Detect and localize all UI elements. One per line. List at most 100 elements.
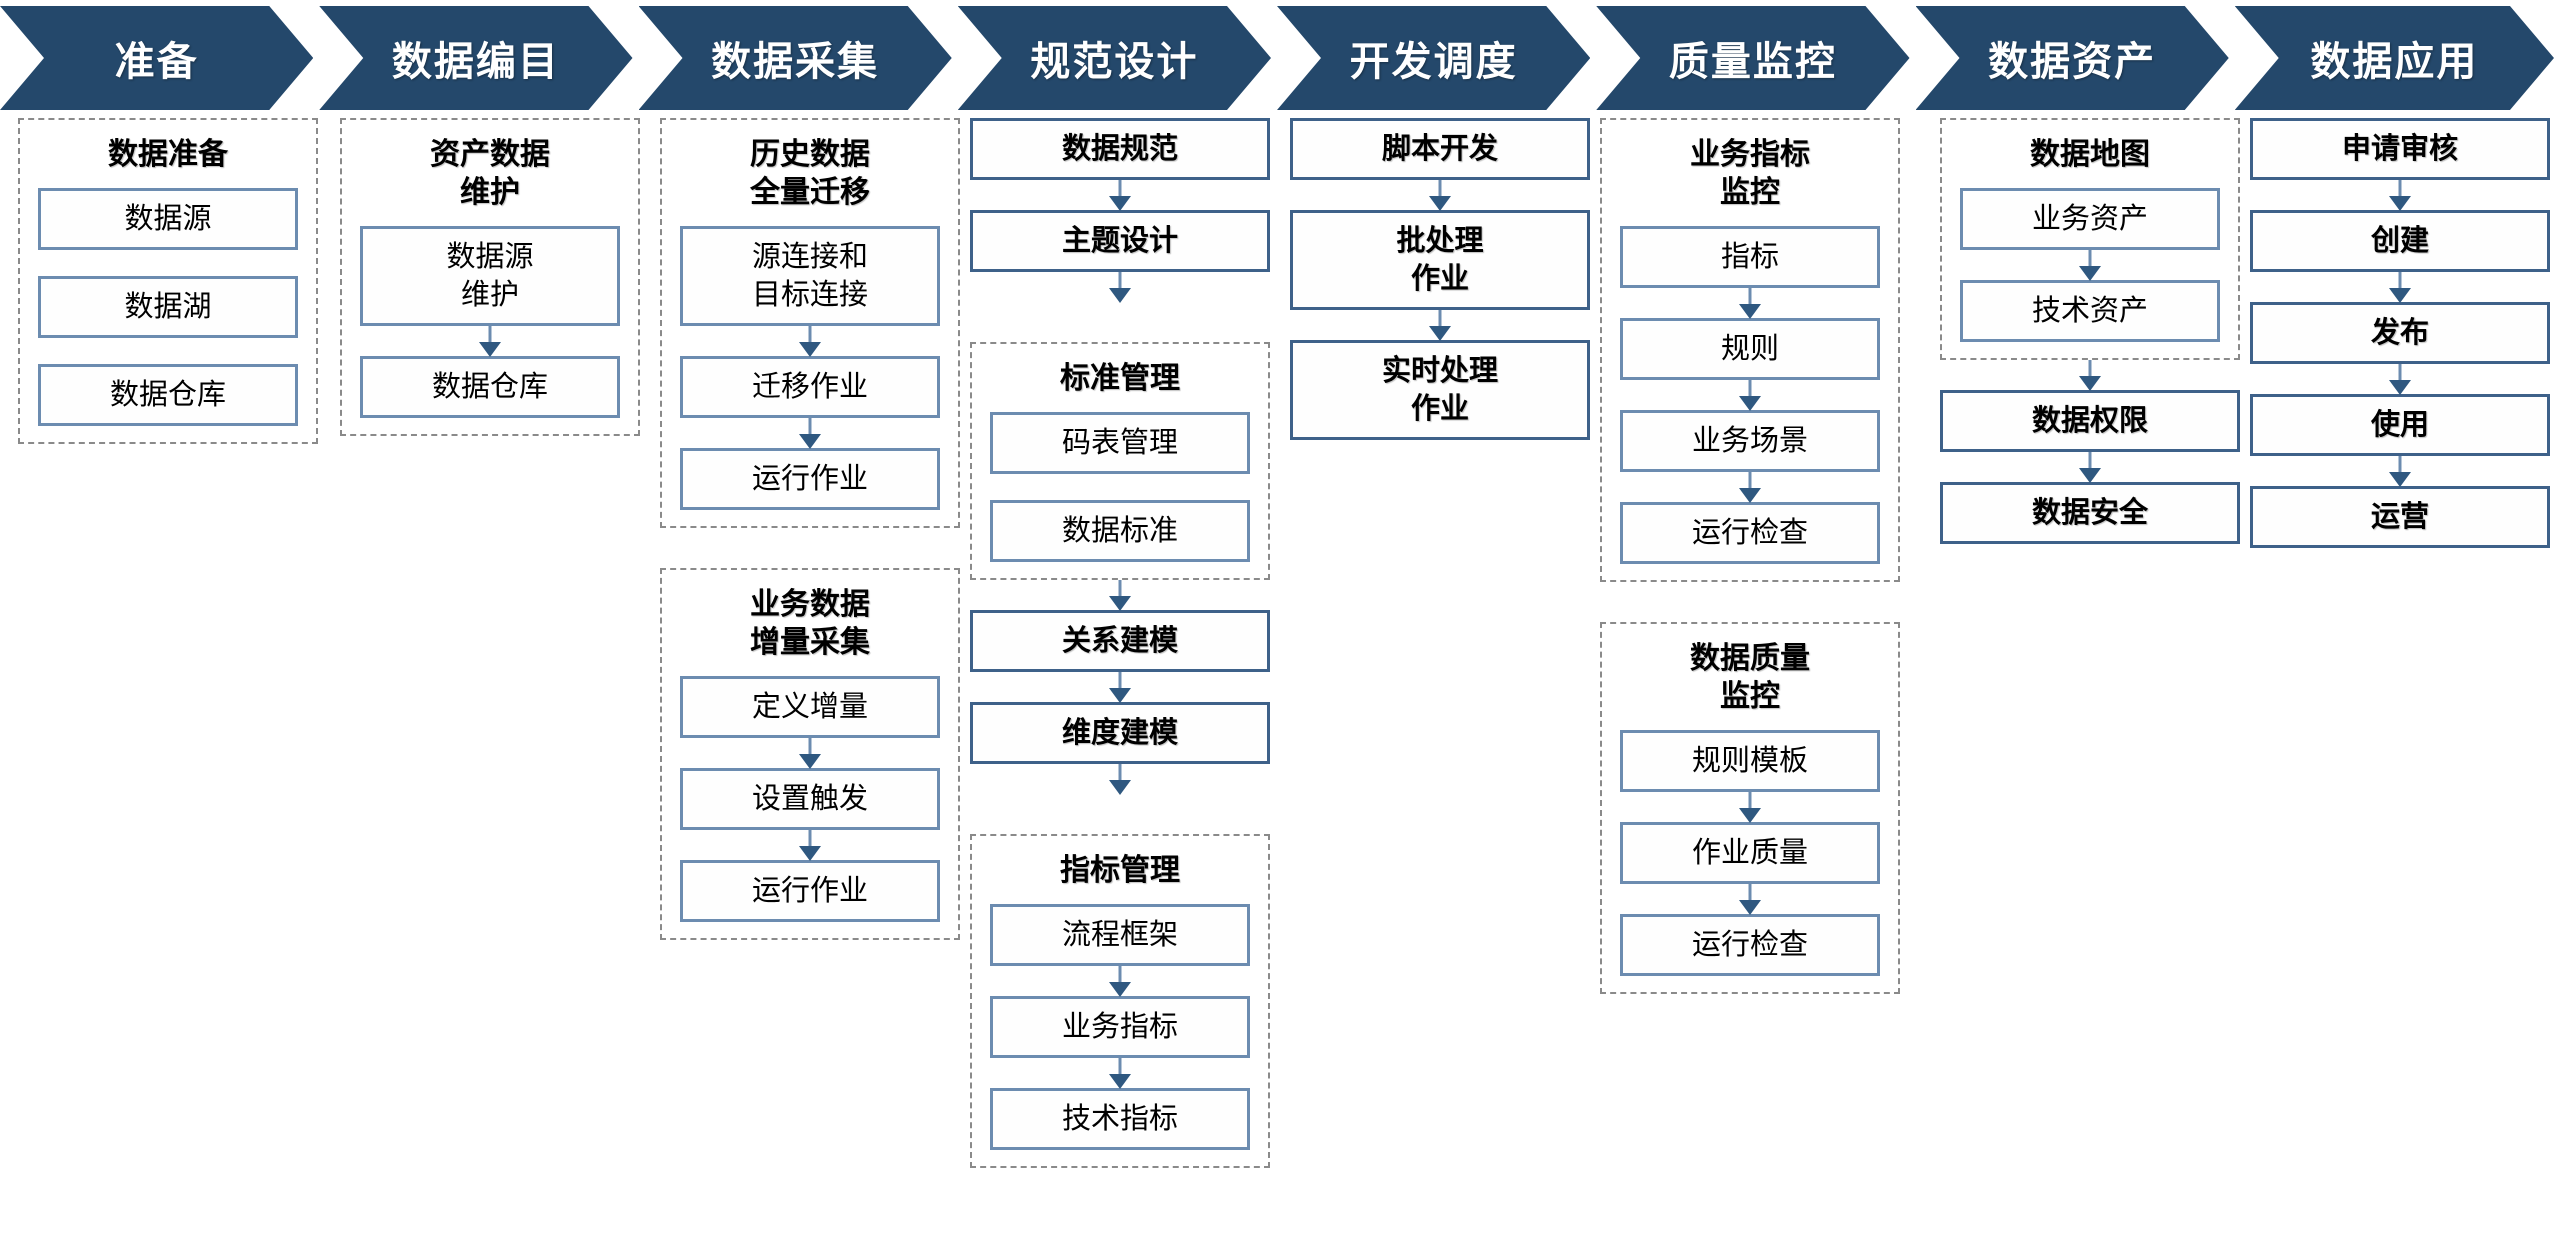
flow-arrow-icon xyxy=(1620,884,1880,914)
process-node[interactable]: 数据安全 xyxy=(1940,482,2240,544)
process-node[interactable]: 设置触发 xyxy=(680,768,940,830)
flow-arrow-icon xyxy=(1620,380,1880,410)
group-title: 历史数据 全量迁移 xyxy=(750,138,870,209)
stage-column-7: 数据地图业务资产技术资产数据权限数据安全 xyxy=(1940,118,2240,544)
node-stack: 数据规范主题设计 xyxy=(970,118,1270,302)
group-spacer xyxy=(970,794,1270,834)
flow-arrow-icon xyxy=(1290,180,1590,210)
stage-chevron-1[interactable]: 准备 xyxy=(0,6,313,110)
stage-column-1: 数据准备数据源数据湖数据仓库 xyxy=(18,118,318,444)
process-node[interactable]: 关系建模 xyxy=(970,610,1270,672)
node-stack: 数据权限数据安全 xyxy=(1940,390,2240,544)
process-node[interactable]: 码表管理 xyxy=(990,412,1250,474)
flow-arrow-icon xyxy=(2250,456,2550,486)
process-node[interactable]: 运行检查 xyxy=(1620,914,1880,976)
flow-arrow-icon xyxy=(1620,288,1880,318)
stage-chevron-label: 质量监控 xyxy=(1668,40,1837,84)
process-node[interactable]: 业务指标 xyxy=(990,996,1250,1058)
node-group: 业务数据 增量采集定义增量设置触发运行作业 xyxy=(660,568,960,940)
node-group: 数据地图业务资产技术资产 xyxy=(1940,118,2240,360)
stage-chevron-5[interactable]: 开发调度 xyxy=(1277,6,1590,110)
process-node[interactable]: 数据仓库 xyxy=(360,356,620,418)
stage-chevron-label: 数据采集 xyxy=(711,40,880,84)
flow-arrow-icon xyxy=(680,738,940,768)
group-spacer xyxy=(660,528,960,568)
flow-arrow-icon xyxy=(970,764,1270,794)
process-node[interactable]: 数据标准 xyxy=(990,500,1250,562)
stage-chevron-8[interactable]: 数据应用 xyxy=(2235,6,2554,110)
node-group: 历史数据 全量迁移源连接和 目标连接迁移作业运行作业 xyxy=(660,118,960,528)
process-node[interactable]: 脚本开发 xyxy=(1290,118,1590,180)
process-node[interactable]: 技术资产 xyxy=(1960,280,2220,342)
group-title: 数据质量 监控 xyxy=(1690,642,1810,713)
flow-arrow-icon xyxy=(2250,180,2550,210)
process-node[interactable]: 创建 xyxy=(2250,210,2550,272)
process-node[interactable]: 数据权限 xyxy=(1940,390,2240,452)
node-group: 标准管理码表管理数据标准 xyxy=(970,342,1270,580)
group-title: 数据准备 xyxy=(108,138,228,171)
stage-column-5: 脚本开发批处理 作业实时处理 作业 xyxy=(1290,118,1590,440)
process-node[interactable]: 主题设计 xyxy=(970,210,1270,272)
process-node[interactable]: 规则 xyxy=(1620,318,1880,380)
stage-chevron-label: 规范设计 xyxy=(1030,40,1199,84)
stage-chevron-6[interactable]: 质量监控 xyxy=(1596,6,1909,110)
node-stack: 申请审核创建发布使用运营 xyxy=(2250,118,2550,548)
flow-arrow-icon xyxy=(360,326,620,356)
process-node[interactable]: 维度建模 xyxy=(970,702,1270,764)
process-node[interactable]: 规则模板 xyxy=(1620,730,1880,792)
flow-arrow-icon xyxy=(970,180,1270,210)
stage-columns: 数据准备数据源数据湖数据仓库资产数据 维护数据源 维护数据仓库历史数据 全量迁移… xyxy=(0,118,2560,1236)
process-node[interactable]: 数据规范 xyxy=(970,118,1270,180)
process-node[interactable]: 迁移作业 xyxy=(680,356,940,418)
process-node[interactable]: 作业质量 xyxy=(1620,822,1880,884)
flow-arrow-icon xyxy=(970,672,1270,702)
node-group: 指标管理流程框架业务指标技术指标 xyxy=(970,834,1270,1168)
process-node[interactable]: 源连接和 目标连接 xyxy=(680,226,940,326)
flow-arrow-icon xyxy=(2250,272,2550,302)
node-stack: 关系建模维度建模 xyxy=(970,610,1270,794)
process-node[interactable]: 使用 xyxy=(2250,394,2550,456)
process-node[interactable]: 申请审核 xyxy=(2250,118,2550,180)
process-node[interactable]: 技术指标 xyxy=(990,1088,1250,1150)
group-title: 数据地图 xyxy=(2030,138,2150,171)
node-spacer xyxy=(990,474,1250,500)
stage-chevron-label: 数据应用 xyxy=(2310,40,2479,84)
process-node[interactable]: 业务场景 xyxy=(1620,410,1880,472)
process-node[interactable]: 批处理 作业 xyxy=(1290,210,1590,310)
flow-arrow-icon xyxy=(1940,452,2240,482)
stage-column-6: 业务指标 监控指标规则业务场景运行检查数据质量 监控规则模板作业质量运行检查 xyxy=(1600,118,1900,994)
flow-arrow-icon xyxy=(1620,472,1880,502)
flow-arrow-icon xyxy=(1940,360,2240,390)
process-node[interactable]: 数据源 维护 xyxy=(360,226,620,326)
stage-column-2: 资产数据 维护数据源 维护数据仓库 xyxy=(340,118,640,436)
process-node[interactable]: 运行作业 xyxy=(680,448,940,510)
group-title: 业务数据 增量采集 xyxy=(750,588,870,659)
process-node[interactable]: 定义增量 xyxy=(680,676,940,738)
flow-arrow-icon xyxy=(970,272,1270,302)
group-spacer xyxy=(1600,582,1900,622)
stage-chevron-4[interactable]: 规范设计 xyxy=(958,6,1271,110)
node-group: 业务指标 监控指标规则业务场景运行检查 xyxy=(1600,118,1900,582)
stage-chevron-7[interactable]: 数据资产 xyxy=(1916,6,2229,110)
stage-chevron-2[interactable]: 数据编目 xyxy=(319,6,632,110)
process-node[interactable]: 实时处理 作业 xyxy=(1290,340,1590,440)
flow-arrow-icon xyxy=(680,326,940,356)
flow-arrow-icon xyxy=(1290,310,1590,340)
process-node[interactable]: 数据湖 xyxy=(38,276,298,338)
flow-arrow-icon xyxy=(970,580,1270,610)
process-node[interactable]: 运行作业 xyxy=(680,860,940,922)
process-node[interactable]: 数据仓库 xyxy=(38,364,298,426)
process-node[interactable]: 指标 xyxy=(1620,226,1880,288)
process-node[interactable]: 流程框架 xyxy=(990,904,1250,966)
process-node[interactable]: 发布 xyxy=(2250,302,2550,364)
stage-chevron-label: 数据资产 xyxy=(1988,40,2157,84)
process-node[interactable]: 运行检查 xyxy=(1620,502,1880,564)
stage-chevron-3[interactable]: 数据采集 xyxy=(639,6,952,110)
process-node[interactable]: 运营 xyxy=(2250,486,2550,548)
process-node[interactable]: 业务资产 xyxy=(1960,188,2220,250)
group-spacer xyxy=(970,302,1270,342)
node-spacer xyxy=(38,338,298,364)
process-node[interactable]: 数据源 xyxy=(38,188,298,250)
flow-arrow-icon xyxy=(1960,250,2220,280)
